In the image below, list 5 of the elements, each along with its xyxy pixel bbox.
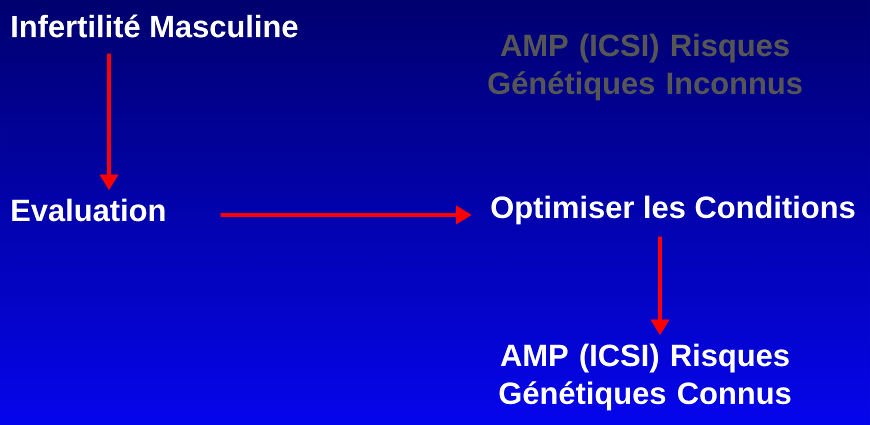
faded-text: AMP (ICSI) Risques Génétiques Inconnus [488, 34, 802, 100]
step-text: Infertilité Masculine [12, 14, 298, 38]
step-text: Optimiser les Conditions [491, 196, 854, 224]
step-text: Evaluation [12, 198, 164, 222]
step-text: AMP (ICSI) Risques Génétiques Connus [500, 344, 790, 410]
